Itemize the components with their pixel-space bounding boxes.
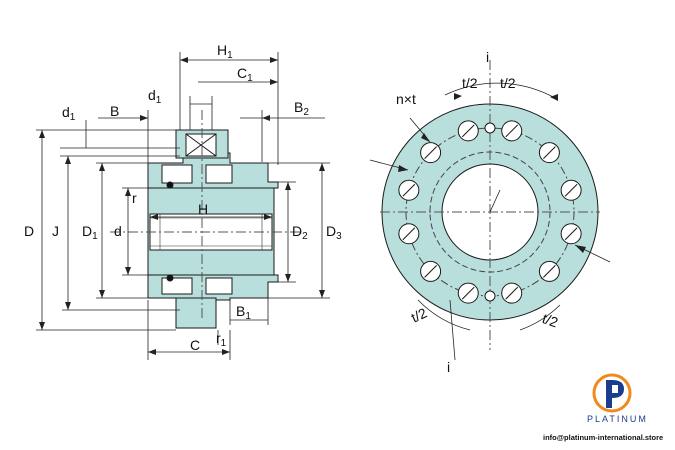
bolt-hole-mark: [402, 227, 416, 241]
pin-hole: [484, 122, 496, 134]
brand-email: info@platinum-international.store: [543, 433, 663, 442]
label-t2-b: t/2: [500, 75, 516, 91]
bolt-hole-mark: [543, 265, 556, 278]
label-t2-c: t/2: [408, 304, 429, 325]
label-i-bottom: i: [447, 359, 450, 375]
needle-roller-left-bottom: [161, 277, 193, 295]
front-arrowheads: [398, 93, 586, 253]
shaft-washer-bottom: [175, 297, 217, 329]
brand-logo: PLATINUM info@platinum-international.sto…: [543, 373, 663, 442]
bolt-hole-mark: [424, 265, 437, 278]
label-C1: C1: [237, 65, 253, 84]
section-labels: H1 C1 d1 d1 B B2 r H D J D1 d D2 D3 B1 C…: [24, 42, 342, 353]
label-D1: D1: [82, 223, 98, 242]
bolt-hole-mark: [564, 183, 578, 197]
section-arrowheads: [39, 57, 325, 355]
needle-roller-right-bottom: [205, 277, 233, 295]
label-J: J: [52, 223, 59, 239]
section-view: [110, 110, 300, 329]
logo-p-cutout: [612, 385, 618, 393]
bolt-hole-mark: [402, 183, 416, 197]
label-t2-a: t/2: [462, 75, 478, 91]
front-labels: n×t t/2 t/2 t/2 t/2 i i: [396, 49, 561, 375]
label-d1-left: d1: [62, 104, 76, 123]
bolt-holes: [398, 120, 582, 304]
label-D3: D3: [326, 223, 342, 242]
label-d: d: [114, 223, 122, 239]
label-r1: r1: [216, 330, 227, 349]
logo-p-shape: [606, 380, 624, 408]
label-C: C: [190, 337, 200, 353]
label-H: H: [198, 201, 208, 217]
bolt-hole-mark: [461, 286, 475, 300]
logo-ring: [592, 373, 632, 413]
roller-cross-2: [185, 133, 217, 157]
label-D2: D2: [292, 223, 308, 242]
section-dimensions: [36, 52, 330, 360]
bolt-hole-mark: [564, 227, 578, 241]
bolt-hole-mark: [424, 146, 437, 159]
label-D: D: [24, 223, 34, 239]
bolt-hole-mark: [505, 124, 519, 138]
label-i-top: i: [486, 49, 489, 65]
bolt-hole-mark: [505, 286, 519, 300]
label-B1: B1: [236, 303, 251, 322]
label-H1: H1: [217, 42, 233, 61]
ball-top-left: [166, 181, 174, 189]
brand-name: PLATINUM: [587, 414, 648, 424]
ball-bottom-left: [166, 274, 174, 282]
label-r-top: r: [132, 190, 137, 206]
bolt-hole-mark: [461, 124, 475, 138]
needle-roller-left: [161, 164, 193, 184]
label-B: B: [110, 103, 119, 119]
pin-hole: [484, 290, 496, 302]
label-t2-d: t/2: [540, 310, 560, 330]
bolt-hole-mark: [543, 146, 556, 159]
label-nxt: n×t: [396, 91, 416, 107]
label-d1-top: d1: [148, 87, 162, 106]
needle-roller-right: [205, 164, 233, 184]
label-B2: B2: [294, 99, 309, 118]
